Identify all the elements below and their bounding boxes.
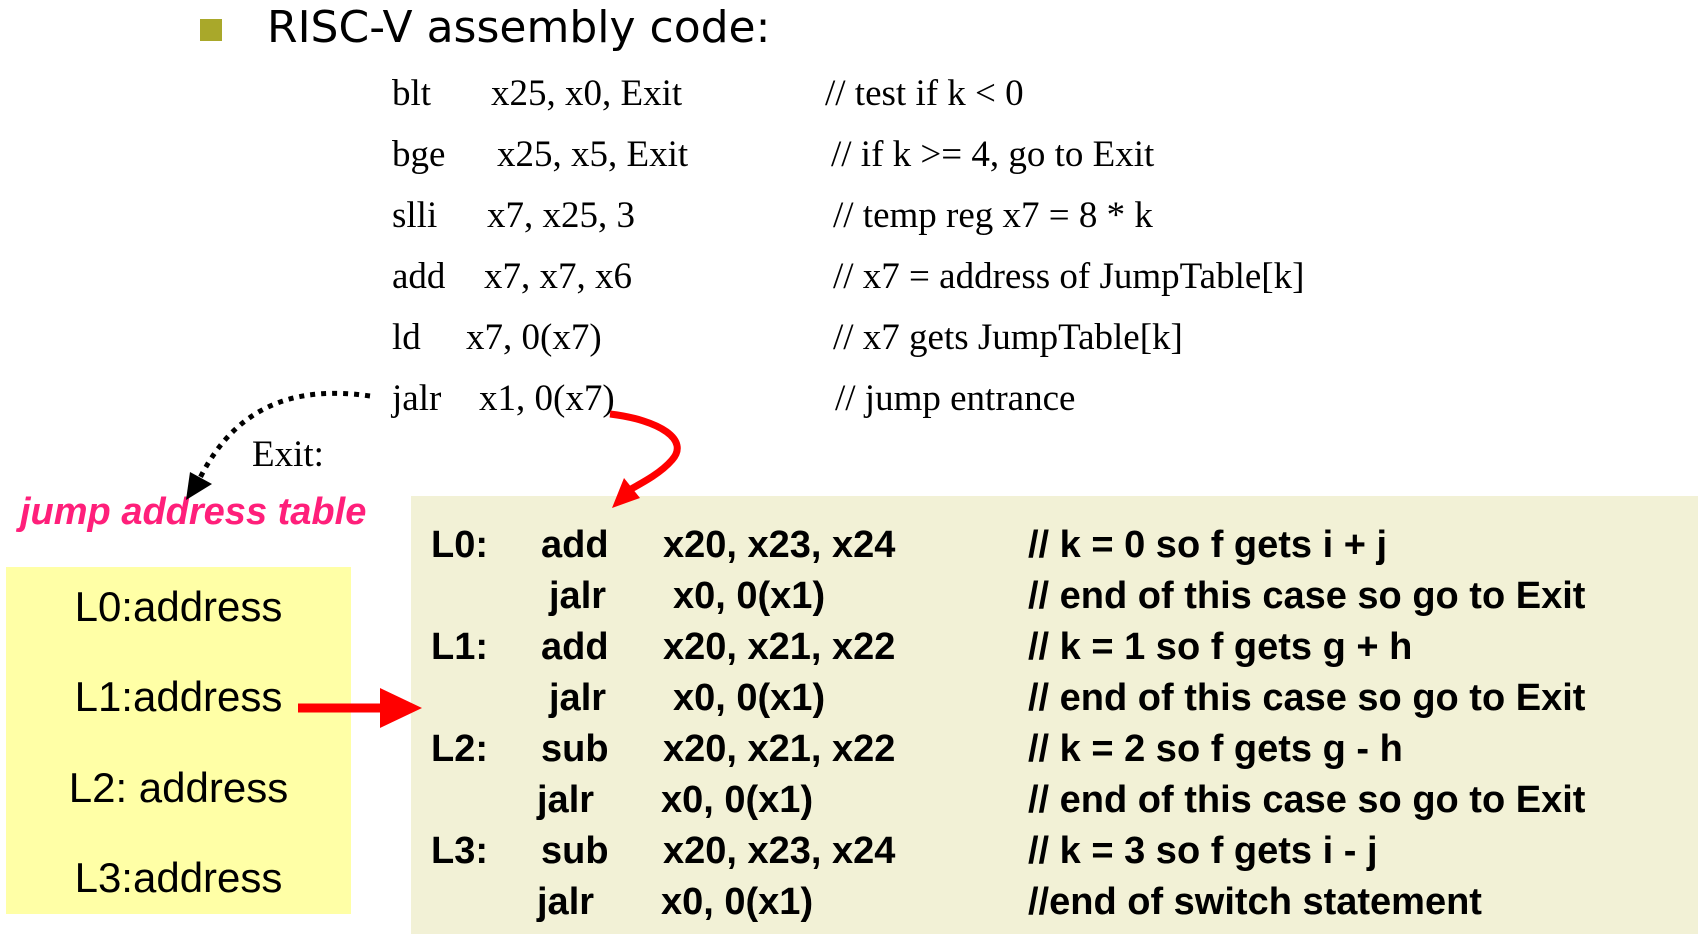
asm-op: jalr (392, 378, 442, 419)
slide-heading: RISC-V assembly code: (267, 2, 771, 53)
case-args: x0, 0(x1) (673, 575, 826, 617)
case-op: jalr (537, 779, 595, 821)
jump-entrance-arrowhead (612, 478, 640, 508)
case-line: jalr x0, 0(x1) // end of this case so go… (411, 570, 1698, 622)
exit-dotted-arrowhead (186, 472, 212, 500)
jump-table-entry: L0:address (74, 583, 283, 630)
case-line: L1: add x20, x21, x22 // k = 1 so f gets… (411, 621, 1698, 673)
jump-entrance-arrow (609, 410, 681, 498)
case-line: jalr x0, 0(x1) // end of this case so go… (411, 672, 1698, 724)
case-line: L2: sub x20, x21, x22 // k = 2 so f gets… (411, 723, 1698, 775)
case-line: jalr x0, 0(x1) //end of switch statement (411, 876, 1698, 928)
asm-comment: // x7 gets JumpTable[k] (833, 317, 1183, 358)
asm-args: x7, x25, 3 (487, 195, 635, 236)
case-label: L0: (431, 524, 488, 566)
case-args: x20, x23, x24 (663, 830, 896, 872)
jump-address-table: L0:address L1:address L2: address L3:add… (6, 567, 351, 914)
case-args: x0, 0(x1) (661, 881, 814, 923)
case-op: jalr (549, 575, 607, 617)
case-label: L3: (431, 830, 488, 872)
case-comment: // k = 0 so f gets i + j (1028, 524, 1388, 566)
case-args: x20, x23, x24 (663, 524, 896, 566)
asm-args: x1, 0(x7) (479, 378, 615, 419)
asm-args: x25, x0, Exit (491, 73, 683, 114)
asm-args: x25, x5, Exit (497, 134, 689, 175)
case-args: x0, 0(x1) (661, 779, 814, 821)
jump-table-label: jump address table (20, 491, 367, 533)
l1-pointer-arrowhead (380, 688, 422, 728)
case-op: sub (541, 728, 609, 770)
asm-line: add x7, x7, x6 // x7 = address of JumpTa… (392, 252, 1492, 302)
asm-comment: // jump entrance (835, 378, 1076, 419)
case-args: x0, 0(x1) (673, 677, 826, 719)
case-op: sub (541, 830, 609, 872)
jump-table-entry: L2: address (68, 764, 289, 811)
case-op: jalr (549, 677, 607, 719)
asm-comment: // test if k < 0 (825, 73, 1024, 114)
jump-table-entry: L3:address (74, 854, 283, 901)
case-comment: // k = 3 so f gets i - j (1028, 830, 1378, 872)
asm-line: jalr x1, 0(x7) // jump entrance (392, 374, 1492, 424)
asm-comment: // if k >= 4, go to Exit (831, 134, 1155, 175)
exit-dotted-arrow (197, 390, 371, 480)
asm-comment: // x7 = address of JumpTable[k] (833, 256, 1305, 297)
case-op: add (541, 524, 609, 566)
case-line: L0: add x20, x23, x24 // k = 0 so f gets… (411, 519, 1698, 571)
case-args: x20, x21, x22 (663, 626, 896, 668)
case-args: x20, x21, x22 (663, 728, 896, 770)
asm-line: ld x7, 0(x7) // x7 gets JumpTable[k] (392, 313, 1492, 363)
case-comment: // k = 2 so f gets g - h (1028, 728, 1403, 770)
asm-line: slli x7, x25, 3 // temp reg x7 = 8 * k (392, 191, 1492, 241)
asm-op: ld (392, 317, 421, 358)
asm-args: x7, 0(x7) (466, 317, 602, 358)
asm-op: blt (392, 73, 432, 114)
case-comment: // end of this case so go to Exit (1028, 677, 1586, 719)
jump-table-entry: L1:address (74, 673, 283, 720)
case-label: L1: (431, 626, 488, 668)
case-line: L3: sub x20, x23, x24 // k = 3 so f gets… (411, 825, 1698, 877)
asm-line: bge x25, x5, Exit // if k >= 4, go to Ex… (392, 130, 1492, 180)
bullet-square-icon (200, 19, 222, 41)
exit-label: Exit: (252, 434, 324, 475)
asm-comment: // temp reg x7 = 8 * k (833, 195, 1153, 236)
case-comment: //end of switch statement (1028, 881, 1482, 923)
case-op: jalr (537, 881, 595, 923)
case-comment: // end of this case so go to Exit (1028, 779, 1586, 821)
case-code-box: L0: add x20, x23, x24 // k = 0 so f gets… (411, 496, 1698, 934)
asm-line: blt x25, x0, Exit // test if k < 0 (392, 69, 1492, 119)
case-comment: // k = 1 so f gets g + h (1028, 626, 1413, 668)
case-label: L2: (431, 728, 488, 770)
asm-op: slli (392, 195, 438, 236)
asm-op: bge (392, 134, 446, 175)
asm-args: x7, x7, x6 (484, 256, 632, 297)
case-line: jalr x0, 0(x1) // end of this case so go… (411, 774, 1698, 826)
case-comment: // end of this case so go to Exit (1028, 575, 1586, 617)
case-op: add (541, 626, 609, 668)
asm-op: add (392, 256, 446, 297)
